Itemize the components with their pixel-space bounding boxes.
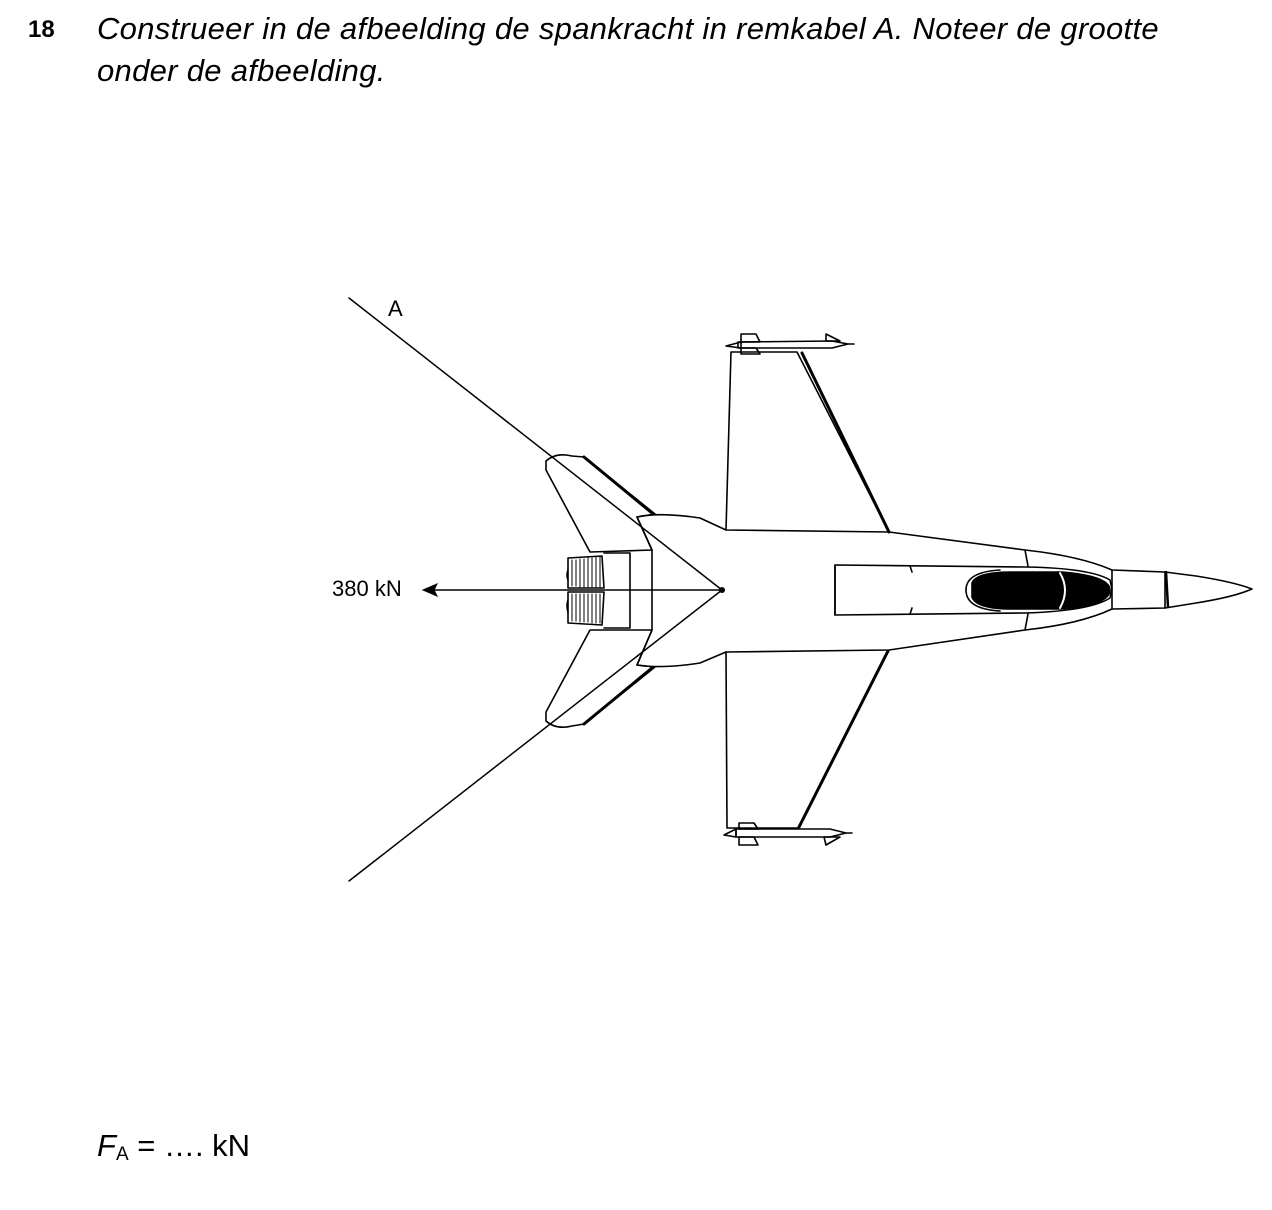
cable-b (348, 589, 723, 882)
answer-symbol: F (97, 1128, 116, 1163)
canopy (971, 571, 1111, 610)
lower-main-wing (725, 650, 889, 829)
attachment-point (719, 587, 725, 593)
upper-main-wing (725, 351, 890, 533)
fuselage (636, 513, 1253, 668)
answer-subscript: A (115, 1144, 129, 1165)
lower-missile (723, 822, 853, 846)
force-label: 380 kN (332, 576, 402, 601)
answer-blank: = …. kN (128, 1128, 251, 1163)
cable-a-label: A (388, 296, 403, 321)
cable-a (348, 297, 723, 591)
answer-line: FA = …. kN (97, 1128, 251, 1165)
nozzle-petals (571, 556, 601, 624)
upper-missile (725, 333, 855, 355)
question-text: Construeer in de afbeelding de spankrach… (97, 11, 1159, 88)
question-number: 18 (28, 16, 55, 43)
upper-tail (545, 454, 656, 553)
force-arrow-head (421, 583, 439, 597)
